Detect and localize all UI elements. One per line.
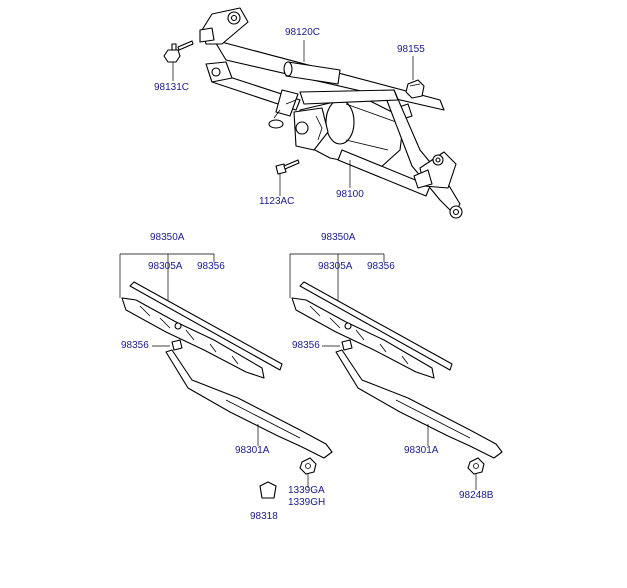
right-leader-lines [322, 345, 477, 490]
label-left-98356-clip: 98356 [121, 340, 149, 351]
label-1339gh: 1339GH [288, 497, 326, 508]
label-left-98305a: 98305A [148, 261, 183, 272]
bolt-1123ac-icon [275, 159, 300, 175]
right-wiper-set [289, 253, 503, 475]
label-98248b: 98248B [459, 490, 494, 501]
label-1123ac: 1123AC [259, 196, 295, 207]
label-right-98301a: 98301A [404, 445, 439, 456]
label-98120c: 98120C [285, 27, 321, 38]
left-leader-lines [152, 345, 309, 488]
label-98318: 98318 [250, 511, 278, 522]
label-right-98356-clip: 98356 [292, 340, 320, 351]
nut-98155-icon [405, 79, 425, 99]
label-right-98305a: 98305A [318, 261, 353, 272]
wiper-linkage [199, 7, 463, 219]
label-98100: 98100 [336, 189, 364, 200]
label-1339ga: 1339GA [288, 485, 325, 496]
left-wiper-set [119, 253, 333, 499]
bolt-98131c-icon [163, 40, 194, 63]
label-left-98301a: 98301A [235, 445, 270, 456]
label-left-98350a: 98350A [150, 232, 185, 243]
top-leader-lines [172, 40, 414, 196]
label-98131c: 98131C [154, 82, 190, 93]
label-left-98356-top: 98356 [197, 261, 225, 272]
label-98155: 98155 [397, 44, 425, 55]
label-right-98356-top: 98356 [367, 261, 395, 272]
label-right-98350a: 98350A [321, 232, 356, 243]
